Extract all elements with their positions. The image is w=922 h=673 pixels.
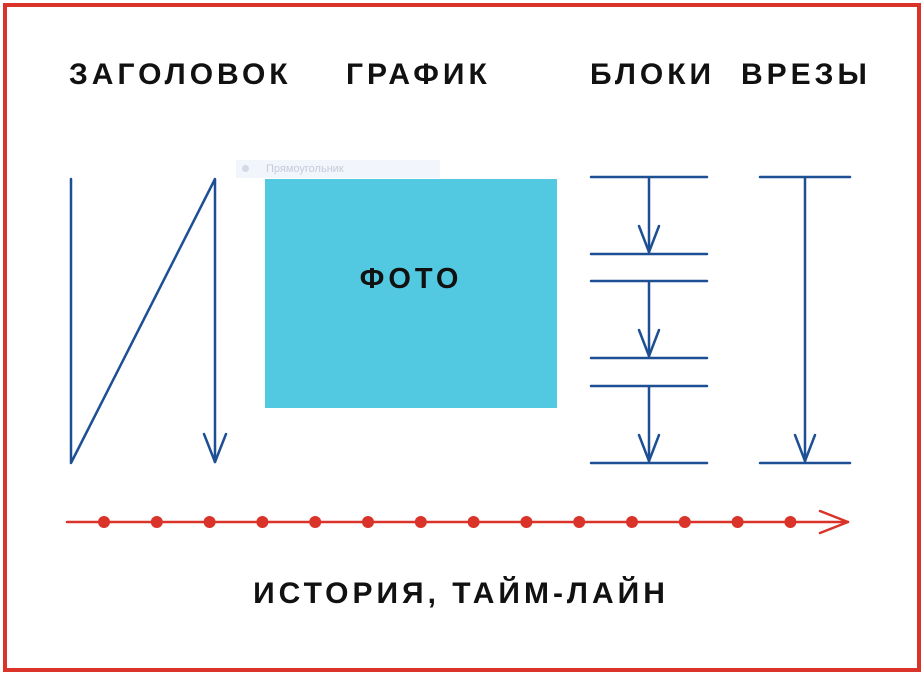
arrow-down-icon <box>202 432 228 464</box>
arrow-down-icon <box>637 433 661 463</box>
timeline-point <box>150 516 163 528</box>
heading-zagolovok: ЗАГОЛОВОК <box>69 58 292 91</box>
timeline-point <box>414 516 427 528</box>
arrow-down-icon <box>793 433 817 463</box>
timeline-point <box>731 516 744 528</box>
timeline-point <box>203 516 216 528</box>
timeline-point <box>626 516 638 528</box>
heading-bloki: БЛОКИ <box>590 58 716 91</box>
heading-reading-path <box>69 177 217 465</box>
timeline-point <box>98 516 110 528</box>
timeline-label: ИСТОРИЯ, ТАЙМ-ЛАЙН <box>253 577 669 610</box>
timeline-point <box>784 516 797 528</box>
chip-dot-icon <box>242 165 249 172</box>
ghost-chip-label: Прямоугольник <box>266 163 344 175</box>
timeline-point <box>309 516 322 528</box>
timeline-point <box>573 516 586 528</box>
timeline-point <box>467 516 480 528</box>
arrow-right-icon <box>818 509 850 535</box>
heading-vrezy: ВРЕЗЫ <box>741 58 871 91</box>
ghost-selection-chip: Прямоугольник <box>236 160 440 178</box>
arrow-down-icon <box>637 328 661 358</box>
timeline-point <box>520 516 533 528</box>
heading-grafik: ГРАФИК <box>346 58 491 91</box>
outer-frame <box>3 3 921 672</box>
arrow-down-icon <box>637 224 661 254</box>
timeline-point <box>362 516 374 528</box>
photo-label: ФОТО <box>359 263 463 295</box>
timeline-point <box>256 516 269 528</box>
timeline-point <box>678 516 691 528</box>
photo-block: ФОТО <box>265 179 557 408</box>
